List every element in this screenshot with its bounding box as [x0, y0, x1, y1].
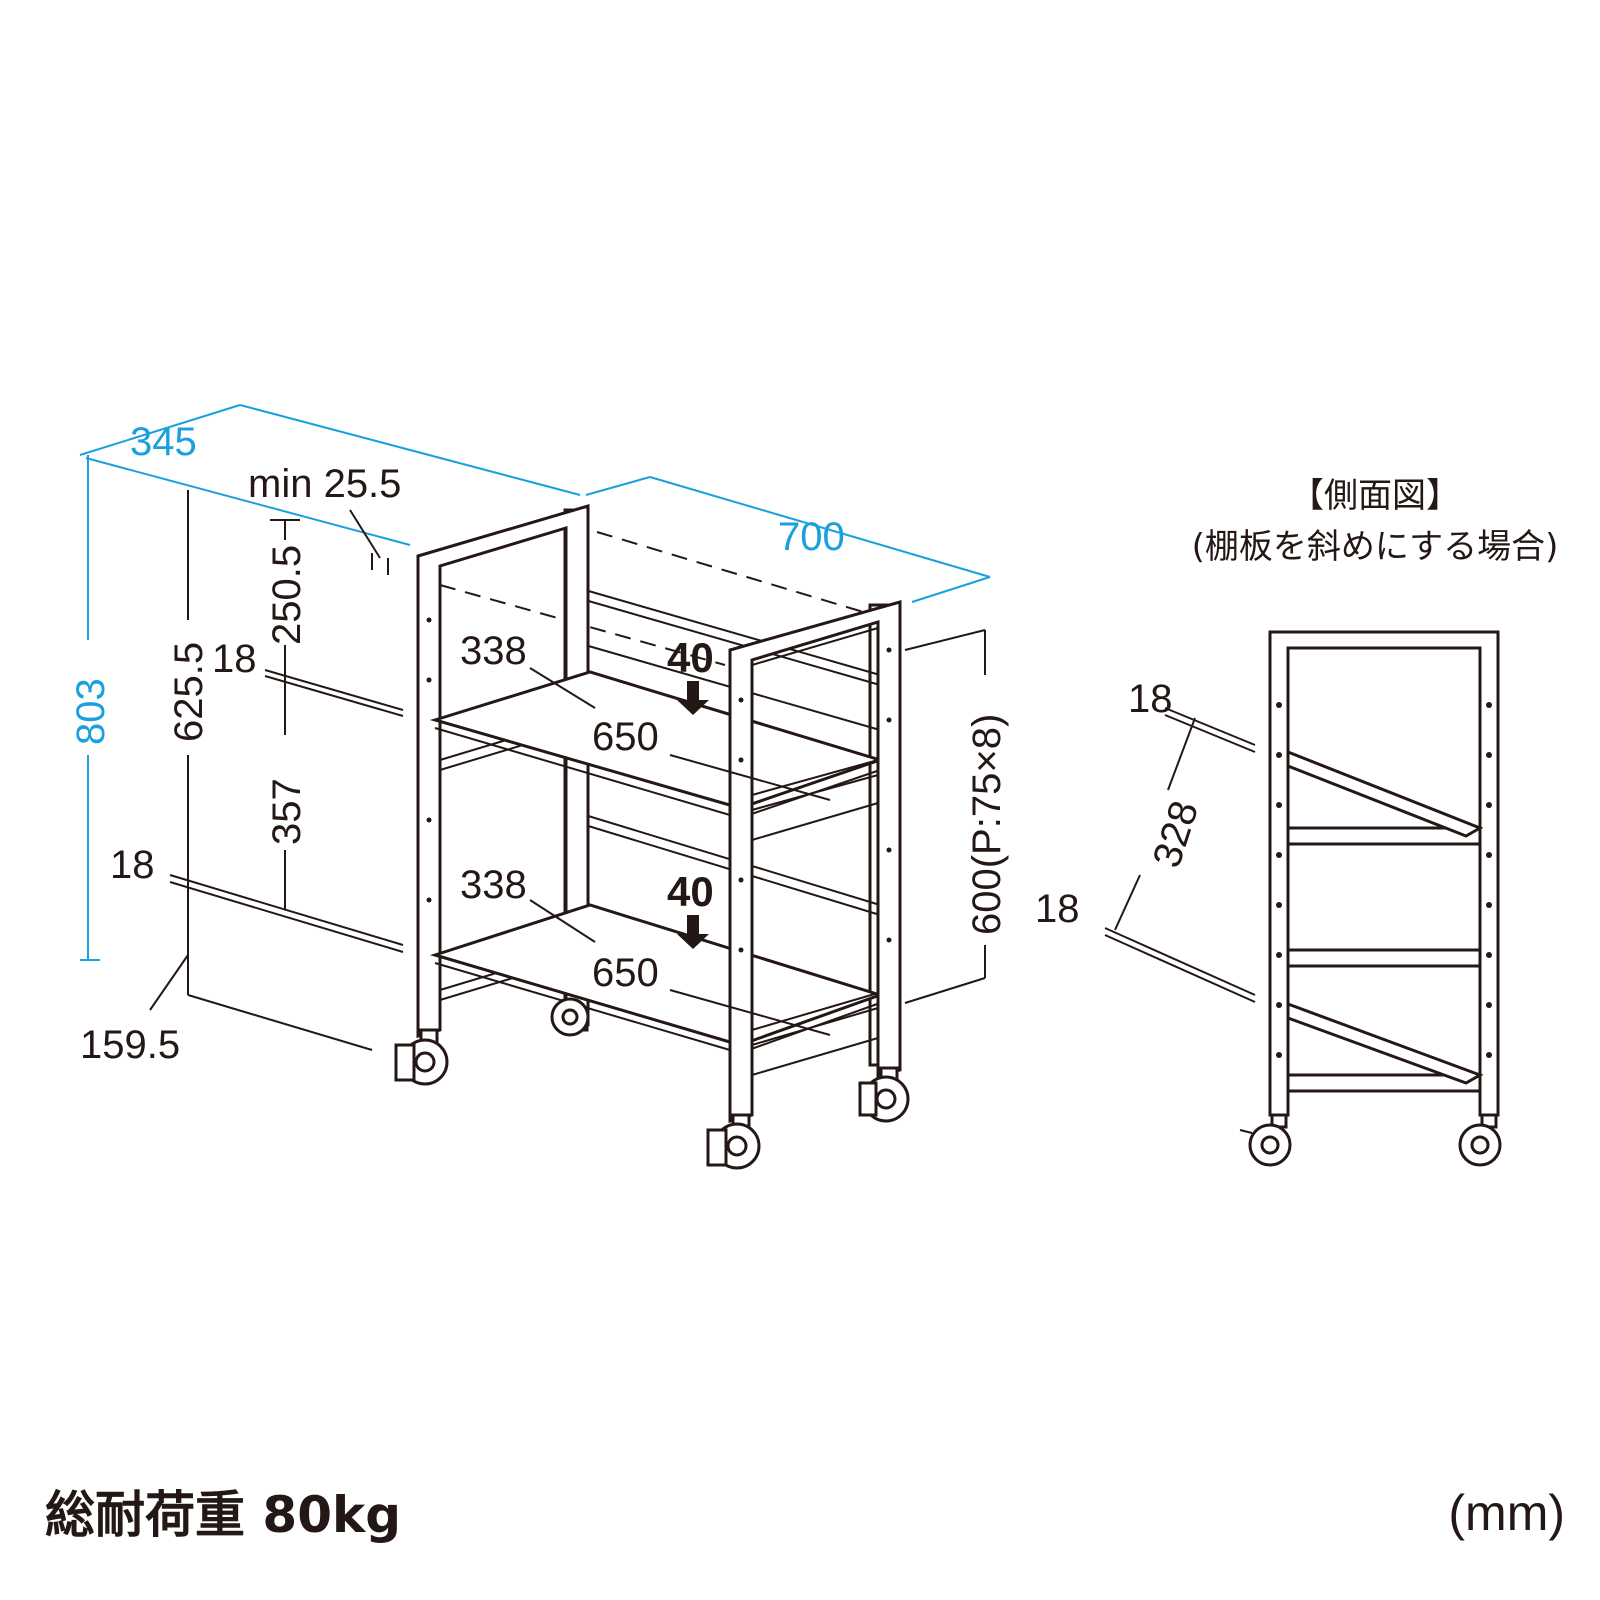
lower-load-arrow-icon — [677, 915, 709, 949]
black-dimension-lines — [149, 490, 986, 1051]
side-lower-thickness-label: 18 — [1035, 887, 1080, 931]
shelf-thickness-bottom-label: 18 — [110, 843, 155, 887]
side-upper-thickness-label: 18 — [1128, 677, 1173, 721]
casters — [394, 997, 910, 1170]
lower-shelf-load-label: 40 — [667, 868, 714, 915]
shelf-thickness-top-label: 18 — [212, 637, 257, 681]
pitch-label: 600(P:75×8) — [965, 714, 1009, 935]
overall-dimension-lines — [79, 404, 991, 961]
upper-shelf-load-label: 40 — [667, 634, 714, 681]
upper-shelf-depth-label: 338 — [460, 629, 527, 673]
caster-back-left — [550, 997, 590, 1037]
top-gap-label: 250.5 — [265, 545, 309, 645]
side-view-subtitle: (棚板を斜めにする場合) — [1192, 527, 1559, 567]
lower-shelf-width-label: 650 — [592, 951, 659, 995]
side-view: 【側面図】 (棚板を斜めにする場合) — [1035, 476, 1559, 1167]
load-arrows — [677, 681, 709, 949]
upper-shelf-width-label: 650 — [592, 715, 659, 759]
right-frame — [426, 600, 902, 1123]
main-view: 345 700 803 min 25.5 250.5 625.5 357 18 … — [69, 404, 1009, 1170]
unit-label: (mm) — [1448, 1485, 1565, 1541]
shelf-leaders — [529, 667, 831, 1036]
caster-back-right — [858, 1066, 910, 1123]
base-label: 159.5 — [80, 1023, 180, 1067]
side-casters — [1239, 1113, 1502, 1167]
upper-load-arrow-icon — [677, 681, 709, 715]
min-gap-label: min 25.5 — [248, 462, 401, 506]
side-dimension-lines — [1104, 707, 1256, 1003]
side-frame — [1268, 630, 1500, 1117]
shelf-gap-label: 357 — [265, 778, 309, 845]
height-label: 803 — [69, 678, 113, 745]
leg-height-label: 625.5 — [167, 642, 211, 742]
caster-front-right — [706, 1113, 761, 1170]
width-label: 345 — [130, 420, 197, 464]
side-view-title: 【側面図】 — [1290, 476, 1460, 516]
back-dashed-outline — [439, 531, 881, 666]
caster-front-left — [394, 1028, 449, 1086]
lower-shelf-depth-label: 338 — [460, 863, 527, 907]
total-load-label: 総耐荷重 80kg — [45, 1486, 401, 1544]
depth-label: 700 — [778, 515, 845, 559]
side-slant-length-label: 328 — [1145, 796, 1207, 873]
